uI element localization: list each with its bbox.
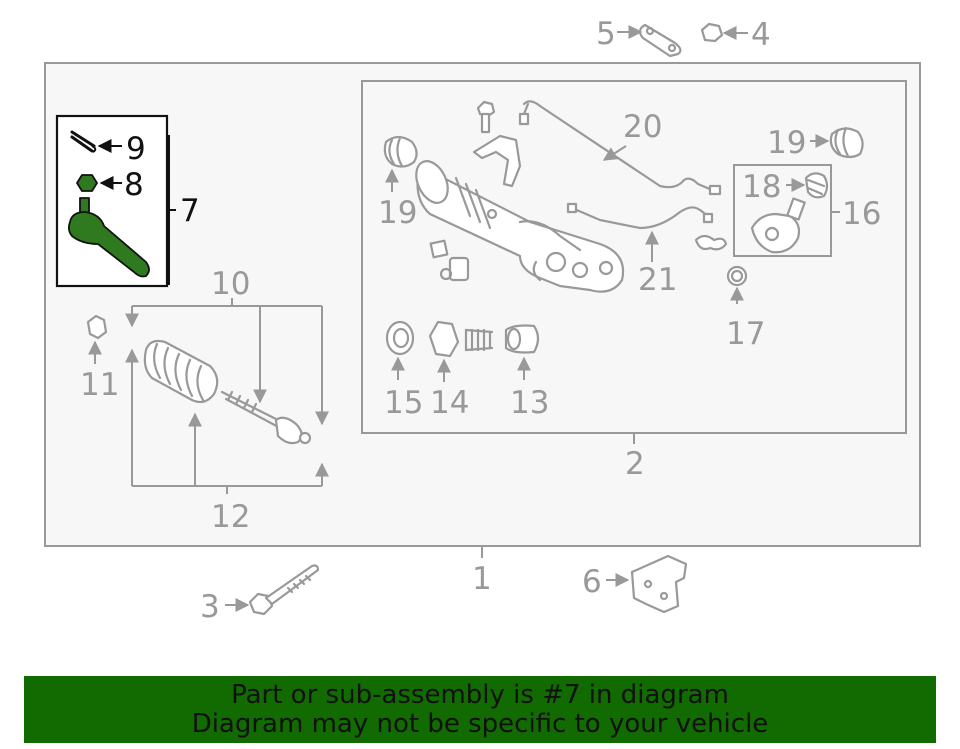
banner-line-2: Diagram may not be specific to your vehi… <box>191 708 769 739</box>
banner-line-1: Part or sub-assembly is #7 in diagram <box>231 679 729 710</box>
bracket-part-6 <box>630 554 688 614</box>
callout-5: 5 <box>596 16 616 52</box>
callout-15: 15 <box>384 385 423 421</box>
inner-tie-rod <box>220 390 312 445</box>
boot-bellows <box>143 339 219 404</box>
tie-rod-end-frame <box>55 114 169 288</box>
callout-17: 17 <box>726 316 765 352</box>
seal-part-15 <box>385 320 415 356</box>
callout-12: 12 <box>211 499 250 535</box>
callout-7: 7 <box>180 193 200 229</box>
callout-14: 14 <box>430 385 469 421</box>
tie-rod-end-part-7[interactable] <box>67 197 150 278</box>
cotter-pin-part-9 <box>70 130 97 153</box>
o-ring-part-17 <box>726 265 748 287</box>
castle-nut-part-8 <box>76 174 98 192</box>
callout-3: 3 <box>200 589 220 625</box>
callout-9: 9 <box>126 131 146 167</box>
nut-part-11 <box>86 314 108 340</box>
return-line-part-21 <box>566 202 714 230</box>
boot-part-19-left <box>383 135 418 168</box>
bolt-part-3 <box>248 564 320 616</box>
callout-18: 18 <box>742 169 781 205</box>
adjuster-part-14 <box>428 320 494 358</box>
boot-part-19-right <box>829 126 864 159</box>
callout-19-right: 19 <box>767 125 806 161</box>
fitting-piece <box>694 234 728 251</box>
callout-11: 11 <box>80 367 119 403</box>
yoke-part-13 <box>504 324 540 354</box>
clip-pieces <box>429 239 470 282</box>
callout-2: 2 <box>625 446 645 482</box>
callout-1: 1 <box>472 561 492 597</box>
callout-10: 10 <box>211 266 250 302</box>
mounting-bolt <box>476 100 496 134</box>
callout-13: 13 <box>510 385 549 421</box>
info-banner: Part or sub-assembly is #7 in diagram Di… <box>24 676 936 743</box>
callout-19-left: 19 <box>378 195 417 231</box>
mounting-bracket <box>472 134 522 188</box>
callout-16: 16 <box>842 196 881 232</box>
valve-body <box>750 197 806 254</box>
callout-8: 8 <box>124 167 144 203</box>
pressure-line-part-20 <box>518 100 722 196</box>
seal-part-18 <box>804 172 829 199</box>
callout-4: 4 <box>751 17 771 53</box>
rack-housing <box>415 160 625 293</box>
callout-6: 6 <box>582 564 602 600</box>
bracket-plate-part-5 <box>638 23 682 58</box>
callout-20: 20 <box>623 109 662 145</box>
callout-21: 21 <box>638 262 677 298</box>
nut-part-4 <box>700 22 724 43</box>
